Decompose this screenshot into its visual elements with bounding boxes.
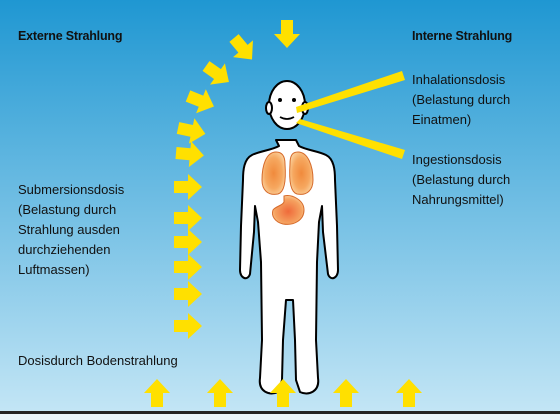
inhalation-line: (Belastung durch xyxy=(412,90,510,110)
ingestion-title: Ingestionsdosis xyxy=(412,150,510,170)
external-radiation-heading: Externe Strahlung xyxy=(18,26,122,46)
submersion-line: Strahlung ausden xyxy=(18,220,124,240)
ingestion-line: (Belastung durch xyxy=(412,170,510,190)
ingestion-label: Ingestionsdosis (Belastung durch Nahrung… xyxy=(412,150,510,210)
submersion-line: durchziehenden xyxy=(18,240,124,260)
left-eye xyxy=(278,98,282,102)
ground-strip xyxy=(0,414,560,420)
ground-radiation-label: Dosisdurch Bodenstrahlung xyxy=(18,351,178,371)
submersion-label: Submersionsdosis (Belastung durch Strahl… xyxy=(18,180,124,280)
inhalation-line: Einatmen) xyxy=(412,110,510,130)
ground-line xyxy=(0,411,560,414)
submersion-line: Luftmassen) xyxy=(18,260,124,280)
inhalation-label: Inhalationsdosis (Belastung durch Einatm… xyxy=(412,70,510,130)
right-eye xyxy=(292,98,296,102)
submersion-title: Submersionsdosis xyxy=(18,180,124,200)
inhalation-title: Inhalationsdosis xyxy=(412,70,510,90)
ingestion-line: Nahrungsmittel) xyxy=(412,190,510,210)
left-ear xyxy=(266,102,272,114)
submersion-line: (Belastung durch xyxy=(18,200,124,220)
internal-radiation-heading: Interne Strahlung xyxy=(412,26,512,46)
